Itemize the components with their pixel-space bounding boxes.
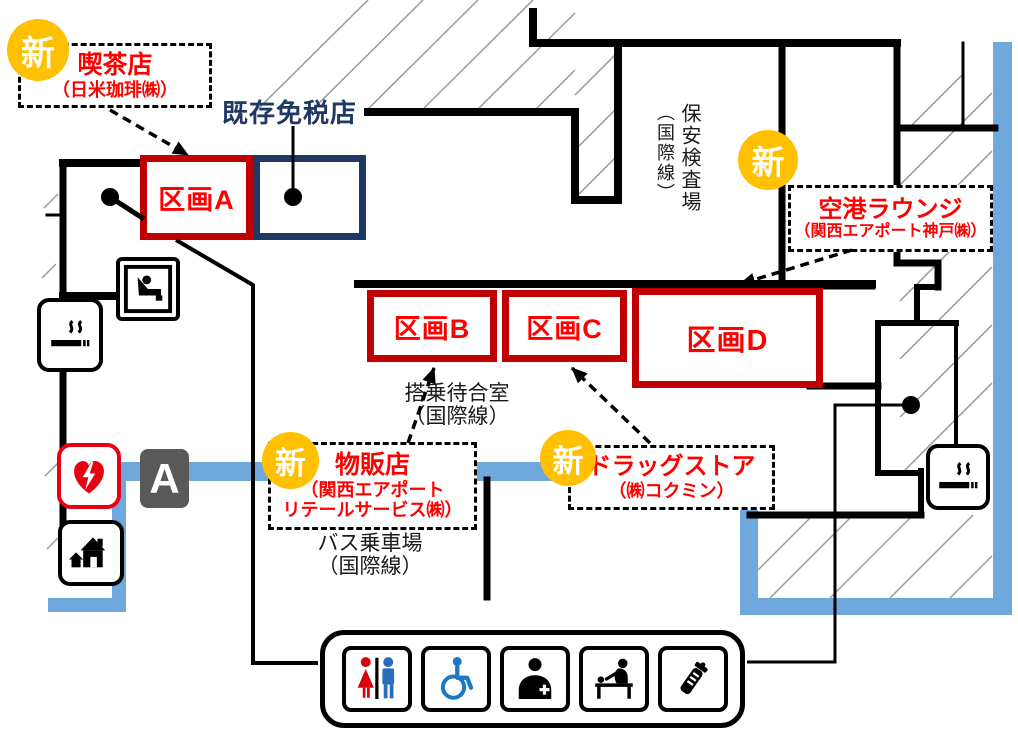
- bus-stop-letter: A: [149, 454, 180, 502]
- new-badge-lounge: 新: [738, 130, 798, 190]
- wheelchair-icon: [421, 646, 491, 712]
- drugstore-arrow: [570, 366, 652, 445]
- coffee-arrow: [109, 108, 189, 157]
- bus-boarding-label: バス乗車場 （国際線）: [285, 532, 455, 578]
- boarding-room-line2: （国際線）: [404, 405, 510, 428]
- first-aid-icon: [500, 646, 570, 712]
- airport-lounge-title: 空港ラウンジ: [818, 195, 963, 223]
- retail-arrow: [406, 367, 436, 444]
- restroom-icon: [342, 646, 412, 712]
- boarding-room-line1: 搭乗待合室: [404, 382, 510, 405]
- retail-shop-company-line1: （関西エアポート: [300, 479, 445, 500]
- legend-connector-right: [747, 403, 911, 664]
- section-a-leader-line: [108, 194, 146, 222]
- section-d-label: 区画D: [686, 325, 769, 357]
- security-check-line: （国際線）: [655, 103, 675, 203]
- section-b-box: 区画B: [367, 290, 497, 362]
- section-b-label: 区画B: [393, 313, 471, 344]
- section-c-box: 区画C: [502, 290, 627, 362]
- section-c-label: 区画C: [526, 313, 603, 344]
- lounge-arrow: [739, 248, 853, 287]
- existing-duty-free-box: [253, 155, 366, 240]
- legend-connector-left: [174, 238, 318, 665]
- new-badge-retail: 新: [262, 432, 319, 489]
- nursing-room-icon: [658, 646, 728, 712]
- boarding-room-label: 搭乗待合室 （国際線）: [383, 382, 531, 428]
- section-a-label: 区画A: [158, 185, 235, 215]
- rest-area-chair-icon: [116, 257, 180, 321]
- bus-stop-a-badge: A: [140, 449, 189, 508]
- coffee-shop-company: （日米珈琲㈱）: [52, 79, 178, 100]
- new-badge-coffee: 新: [7, 19, 69, 81]
- new-badge-drugstore: 新: [540, 430, 596, 486]
- retail-shop-company-line2: リテールサービス㈱）: [282, 500, 463, 521]
- baby-changing-icon: [579, 646, 649, 712]
- drugstore-callout: ドラッグストア （㈱コクミン）: [568, 445, 775, 510]
- retail-shop-title: 物販店: [334, 450, 410, 479]
- coffee-shop-title: 喫茶店: [77, 50, 153, 79]
- drugstore-title: ドラッグストア: [587, 453, 756, 481]
- airport-lounge-callout: 空港ラウンジ （関西エアポート神戸㈱）: [788, 185, 993, 252]
- security-check-name: 保安検査場: [678, 103, 700, 213]
- duty-free-location-dot: [284, 188, 302, 206]
- security-check-label: 保安検査場 （国際線）: [653, 103, 701, 248]
- smoking-room-icon: [926, 444, 990, 510]
- aed-icon: [57, 443, 121, 509]
- existing-duty-free-label: 既存免税店: [222, 98, 358, 128]
- bus-boarding-line2: （国際線）: [317, 555, 423, 578]
- airport-lounge-company: （関西エアポート神戸㈱）: [794, 223, 987, 241]
- section-d-box: 区画D: [632, 288, 823, 388]
- drugstore-company: （㈱コクミン）: [608, 480, 735, 501]
- section-a-box: 区画A: [140, 155, 253, 240]
- bus-boarding-line1: バス乗車場: [317, 532, 423, 555]
- shelter-house-icon: [58, 520, 124, 586]
- smoking-room-icon: [37, 298, 103, 372]
